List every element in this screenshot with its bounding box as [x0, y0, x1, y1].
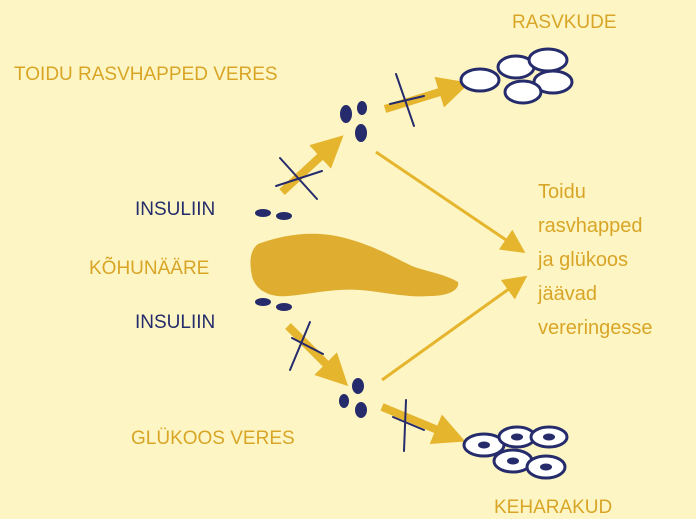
- result-line: vereringesse: [538, 311, 653, 345]
- fat-tissue-cells: [461, 49, 572, 103]
- fatty-acid-molecules: [340, 101, 367, 142]
- label-insulin-bottom: INSULIIN: [135, 313, 215, 332]
- result-text: Toidu rasvhapped ja glükoos jäävad verer…: [538, 175, 653, 345]
- arrow-glucose-to-blood: [382, 281, 520, 380]
- arrow-fatty-acids-to-fat-tissue: [385, 87, 456, 109]
- insulin-dots-bottom: [255, 298, 292, 311]
- arrow-insulin-to-glucose: [288, 326, 338, 376]
- arrow-glucose-to-body-cells: [382, 407, 452, 436]
- result-line: jäävad: [538, 277, 653, 311]
- label-blood-glucose: GLÜKOOS VERES: [131, 429, 295, 448]
- label-body-cells: KEHARAKUD: [494, 498, 612, 517]
- label-blood-fatty-acids: TOIDU RASVHAPPED VERES: [14, 65, 278, 84]
- insulin-dots-top: [255, 209, 292, 220]
- arrow-fatty-acids-to-blood: [376, 152, 518, 248]
- result-line: Toidu: [538, 175, 653, 209]
- body-cells: [464, 427, 567, 478]
- result-line: ja glükoos: [538, 243, 653, 277]
- result-line: rasvhapped: [538, 209, 653, 243]
- pancreas-shape: [250, 234, 458, 297]
- label-insulin-top: INSULIIN: [135, 200, 215, 219]
- glucose-molecules: [339, 378, 367, 418]
- label-fat-tissue: RASVKUDE: [512, 13, 617, 32]
- label-pancreas: KÕHUNÄÄRE: [89, 259, 209, 278]
